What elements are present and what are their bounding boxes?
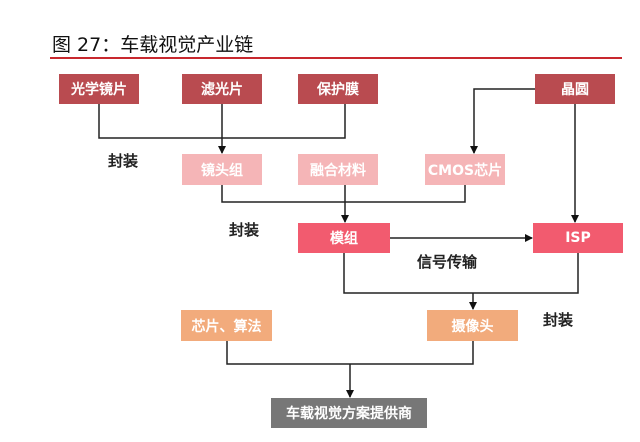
node-camera: 摄像头 [427, 310, 518, 341]
node-lens-group: 镜头组 [182, 154, 262, 185]
connector-row4 [226, 341, 474, 365]
connector-row1 [98, 104, 346, 139]
node-cmos-chip: CMOS芯片 [425, 154, 505, 185]
label-package-3: 封装 [543, 311, 574, 329]
figure-title: 图 27：车载视觉产业链 [52, 34, 254, 56]
node-protective-film: 保护膜 [298, 74, 378, 104]
node-wafer: 晶圆 [535, 74, 615, 104]
connector-row2 [221, 185, 466, 203]
label-signal-transmission: 信号传输 [417, 253, 478, 271]
node-optical-lens: 光学镜片 [59, 74, 139, 104]
node-chip-algorithm: 芯片、算法 [181, 310, 272, 341]
arrow-wafer-to-cmos [470, 88, 535, 154]
label-package-2: 封装 [229, 221, 260, 239]
node-fusion-material: 融合材料 [298, 154, 378, 185]
node-filter: 滤光片 [182, 74, 262, 104]
title-rule [50, 57, 622, 59]
node-module: 模组 [298, 223, 390, 253]
node-isp: ISP [533, 223, 623, 253]
label-package-1: 封装 [108, 152, 139, 170]
connector-row3 [343, 253, 579, 294]
node-provider: 车载视觉方案提供商 [271, 398, 427, 428]
